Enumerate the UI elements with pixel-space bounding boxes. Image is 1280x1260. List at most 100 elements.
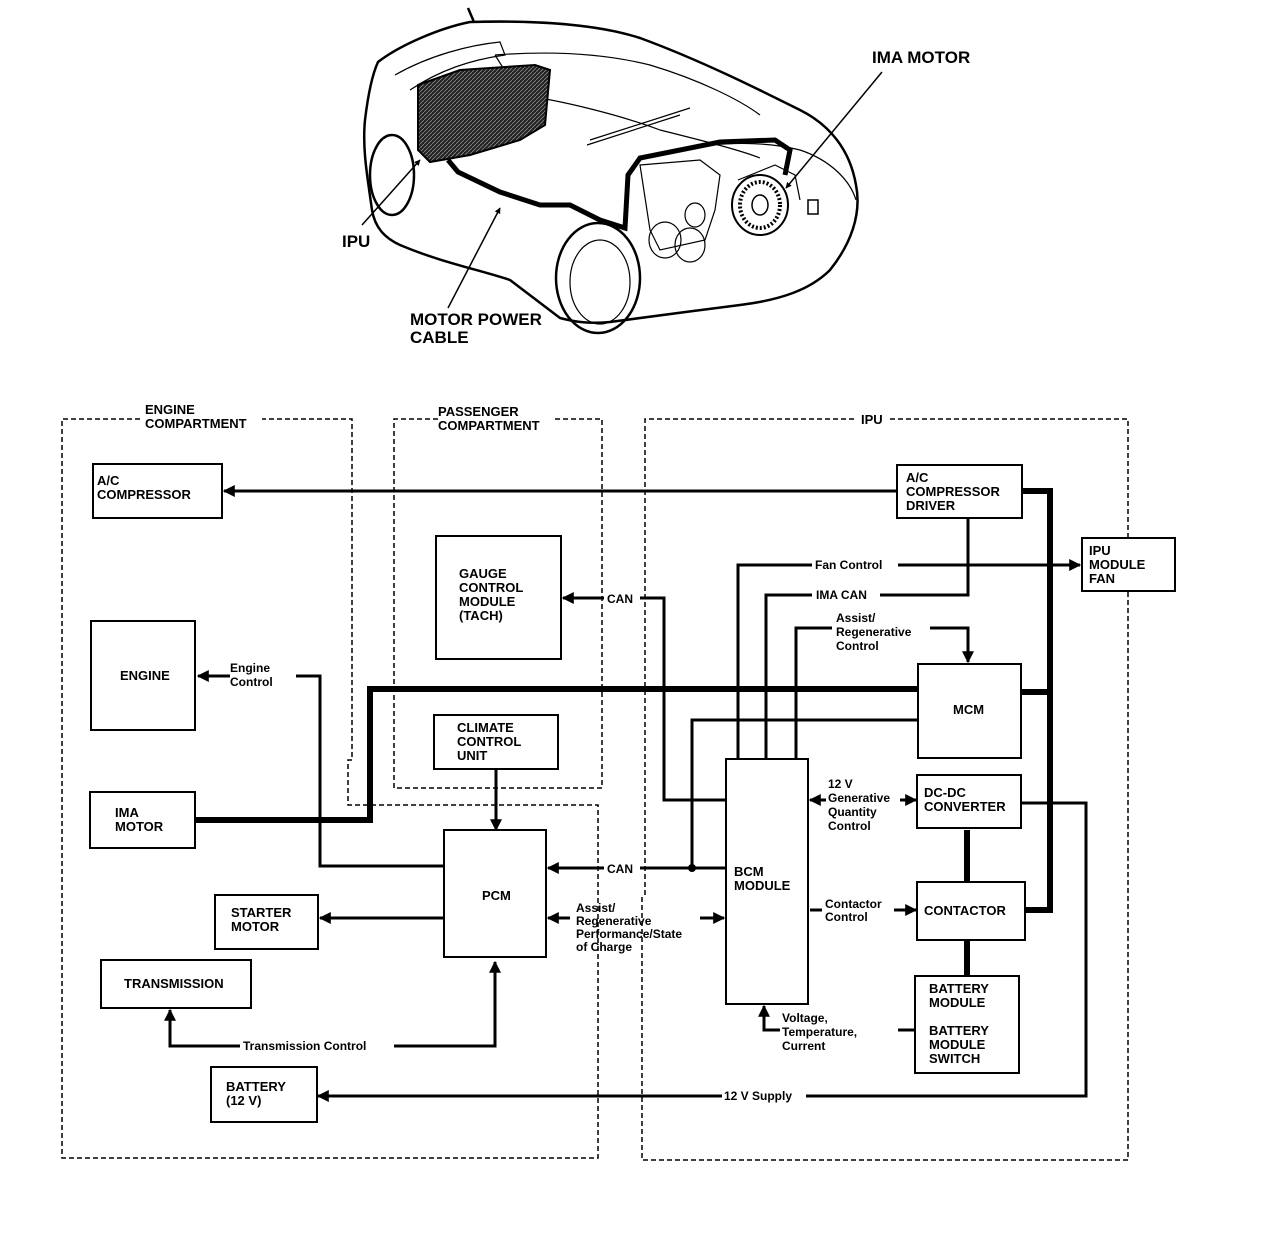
box-label: CONTROL	[457, 734, 521, 749]
box-label: BATTERY	[929, 981, 989, 996]
can-pcm-label: CAN	[607, 862, 633, 876]
box-label: ENGINE	[120, 668, 170, 683]
box-label: DRIVER	[906, 498, 956, 513]
can-junction	[688, 864, 696, 872]
assist-regen-perf-label: Performance/State	[576, 927, 682, 941]
contactor-control-label: Contactor	[825, 897, 882, 911]
can-branch-line	[690, 718, 918, 868]
engine-control-label: Control	[230, 675, 273, 689]
box-label: MODULE	[1089, 557, 1146, 572]
passenger-zone-title-2: COMPARTMENT	[438, 418, 540, 433]
box-label: TRANSMISSION	[124, 976, 224, 991]
mcm-box[interactable]: MCM	[917, 663, 1022, 759]
box-label: DC-DC	[924, 785, 966, 800]
box-label: MOTOR	[115, 819, 164, 834]
ipu-leader	[361, 159, 421, 226]
box-label: IPU	[1089, 543, 1111, 558]
assist-regen-control-label: Control	[836, 639, 879, 653]
box-label: GAUGE	[459, 566, 507, 581]
contactor-box[interactable]: CONTACTOR	[916, 881, 1026, 941]
box-label: MODULE	[929, 995, 986, 1010]
transmission-box[interactable]: TRANSMISSION	[100, 959, 252, 1009]
gen-quantity-label: Quantity	[828, 805, 877, 819]
motor-power-cable	[446, 137, 793, 232]
box-label: UNIT	[457, 748, 487, 763]
assist-regen-control-label: Regenerative	[836, 625, 912, 639]
battery-12v-box[interactable]: BATTERY (12 V)	[210, 1066, 318, 1123]
fan-control-label: Fan Control	[815, 558, 882, 572]
fan-control-line-left	[736, 563, 812, 760]
assist-regen-control-label: Assist/	[836, 611, 876, 625]
engine-control-line	[296, 674, 444, 868]
boxes: A/C COMPRESSOR ENGINE IMA MOTOR STARTER …	[89, 463, 1176, 1123]
box-label: BATTERY	[226, 1079, 286, 1094]
supply-12v-label: 12 V Supply	[724, 1089, 792, 1103]
gen-quantity-label: 12 V	[828, 777, 853, 791]
dc-dc-converter-box[interactable]: DC-DC CONVERTER	[916, 774, 1022, 829]
transmission-control-line-left	[164, 1008, 240, 1048]
box-label: A/C	[906, 470, 929, 485]
box-label: (TACH)	[459, 608, 503, 623]
ipu-label: IPU	[342, 232, 370, 251]
engine-box[interactable]: ENGINE	[90, 620, 196, 731]
starter-motor-box[interactable]: STARTER MOTOR	[214, 894, 319, 950]
ac-compressor-driver-box[interactable]: A/C COMPRESSOR DRIVER	[896, 464, 1023, 519]
ac-compressor-box[interactable]: A/C COMPRESSOR	[92, 463, 223, 519]
box-label: BCM	[734, 864, 764, 879]
battery-module-box[interactable]: BATTERY MODULE BATTERY MODULE SWITCH	[914, 975, 1020, 1074]
box-label: CONTROL	[459, 580, 523, 595]
vtc-label: Current	[782, 1039, 825, 1053]
gen-quantity-label: Generative	[828, 791, 890, 805]
ima-motor-box[interactable]: IMA MOTOR	[89, 791, 196, 849]
ipu-zone-title: IPU	[861, 412, 883, 427]
motor-power-cable-label-1: MOTOR POWER	[410, 310, 542, 329]
box-label: CLIMATE	[457, 720, 514, 735]
box-label: MODULE	[459, 594, 516, 609]
motor-power-cable-label-2: CABLE	[410, 328, 469, 347]
box-label: MODULE	[929, 1037, 986, 1052]
box-label: MOTOR	[231, 919, 280, 934]
box-label: COMPRESSOR	[97, 487, 192, 502]
bcm-module-box[interactable]: BCM MODULE	[725, 758, 809, 1005]
engine-control-label: Engine	[230, 661, 270, 675]
hv-bus-right	[1022, 488, 1053, 913]
box-label: BATTERY	[929, 1023, 989, 1038]
engine-zone-title-2: COMPARTMENT	[145, 416, 247, 431]
gen-quantity-label: Control	[828, 819, 871, 833]
ima-can-line-right	[880, 519, 970, 597]
passenger-compartment-zone	[393, 418, 603, 789]
supply-12v-right	[806, 801, 1088, 1098]
climate-control-unit-box[interactable]: CLIMATE CONTROL UNIT	[433, 714, 559, 770]
gauge-control-module-box[interactable]: GAUGE CONTROL MODULE (TACH)	[435, 535, 562, 660]
assist-regen-perf-label: Assist/	[576, 901, 616, 915]
ima-motor-power-line	[196, 686, 918, 823]
transmission-control-label: Transmission Control	[243, 1039, 366, 1053]
passenger-zone-title-1: PASSENGER	[438, 404, 519, 419]
contactor-control-label: Control	[825, 910, 868, 924]
box-label: FAN	[1089, 571, 1115, 586]
transmission-control-line-right	[394, 960, 501, 1048]
ipu-block	[417, 63, 552, 164]
vtc-left	[758, 1004, 780, 1032]
connections	[164, 485, 1088, 1102]
box-label: CONTACTOR	[924, 903, 1006, 918]
box-label: CONVERTER	[924, 799, 1006, 814]
car-illustration: IMA MOTOR IPU MOTOR POWER CABLE	[342, 7, 970, 347]
ipu-zone	[641, 418, 1129, 1161]
ipu-module-fan-box[interactable]: IPU MODULE FAN	[1081, 537, 1176, 592]
box-label: A/C	[97, 473, 120, 488]
ima-can-label: IMA CAN	[816, 588, 867, 602]
can-gauge-label: CAN	[607, 592, 633, 606]
signal-labels: Engine Control CAN CAN Fan Control IMA C…	[230, 558, 912, 1103]
pcm-box[interactable]: PCM	[443, 829, 547, 958]
box-label: PCM	[482, 888, 511, 903]
ima-can-line-left	[764, 593, 812, 760]
assist-regen-perf-label: Regenerative	[576, 914, 652, 928]
zones: ENGINE COMPARTMENT PASSENGER COMPARTMENT…	[61, 402, 1129, 1161]
assist-regen-control-right	[930, 626, 974, 664]
box-label: SWITCH	[929, 1051, 980, 1066]
cable-leader	[447, 207, 501, 309]
ima-motor-drawing	[731, 164, 801, 236]
assist-regen-perf-label: of Charge	[576, 940, 632, 954]
